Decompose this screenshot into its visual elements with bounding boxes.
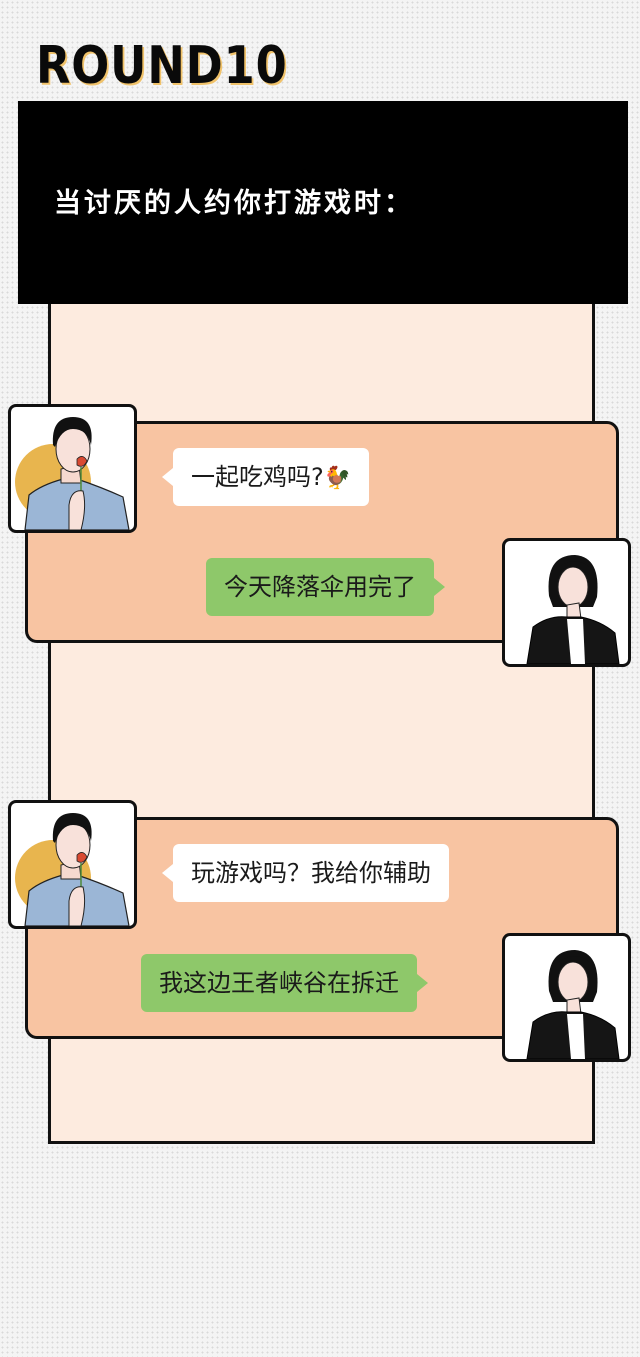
male-avatar: [8, 800, 137, 929]
header-banner: 当讨厌的人约你打游戏时：: [18, 101, 628, 304]
round-title: ROUND10: [36, 36, 288, 96]
male-figure-icon: [15, 813, 130, 926]
prompt-text: 当讨厌的人约你打游戏时：: [54, 188, 414, 219]
female-avatar: [502, 538, 631, 667]
outgoing-message-text: 我这边王者峡谷在拆迁: [159, 969, 399, 997]
chicken-icon: 🐓: [323, 466, 352, 491]
female-figure-icon: [526, 950, 620, 1059]
male-figure-icon: [15, 417, 130, 530]
incoming-message-text: 玩游戏吗？我给你辅助: [191, 859, 431, 887]
incoming-message-bubble: 玩游戏吗？我给你辅助: [162, 844, 449, 902]
female-figure-icon: [526, 555, 620, 664]
outgoing-message-bubble: 今天降落伞用完了: [206, 558, 445, 616]
incoming-message-text: 一起吃鸡吗?: [191, 463, 324, 491]
male-avatar: [8, 404, 137, 533]
outgoing-message-bubble: 我这边王者峡谷在拆迁: [141, 954, 428, 1012]
outgoing-message-text: 今天降落伞用完了: [224, 573, 416, 601]
incoming-message-bubble: 一起吃鸡吗?🐓: [161, 448, 370, 506]
female-avatar: [502, 933, 631, 1062]
